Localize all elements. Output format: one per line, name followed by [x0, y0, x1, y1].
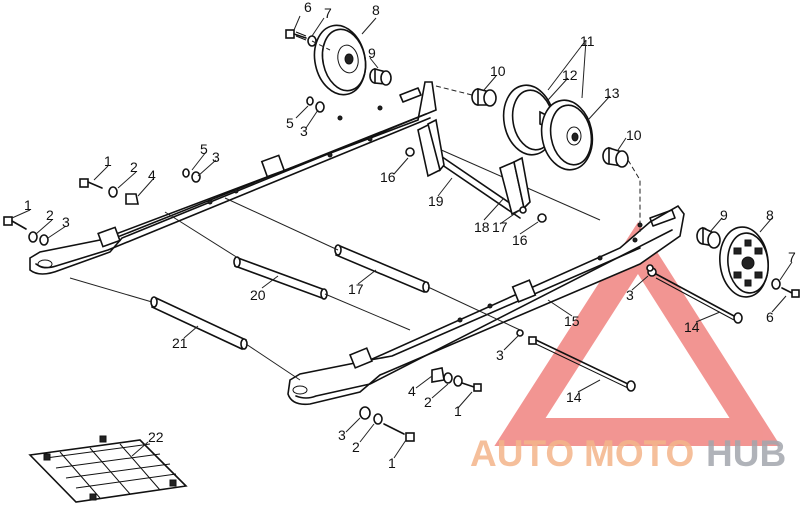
callout-3-left-upper: 3 — [212, 149, 220, 165]
callout-6-top: 6 — [304, 0, 312, 15]
callout-3-bottom: 3 — [338, 427, 346, 443]
callout-8-right: 8 — [766, 207, 774, 223]
callout-1-left-mid: 1 — [104, 153, 112, 169]
callout-7-right: 7 — [788, 249, 796, 265]
callout-2-bottom: 2 — [352, 439, 360, 455]
bolt-6-top — [285, 29, 317, 47]
fastener-set-top-mid — [306, 96, 325, 113]
twin-wheel-assembly — [471, 84, 629, 171]
callout-12: 12 — [562, 67, 578, 83]
callout-14-upper: 14 — [684, 319, 700, 335]
idler-wheel-right — [696, 226, 800, 298]
fastener-set-left-upper — [182, 168, 201, 183]
callout-1-left-front: 1 — [24, 197, 32, 213]
callout-9-top: 9 — [368, 45, 376, 61]
callout-17-axle: 17 — [492, 219, 508, 235]
callout-18: 18 — [474, 219, 490, 235]
callout-19: 19 — [428, 193, 444, 209]
callout-7-top: 7 — [324, 5, 332, 21]
watermark-triangle-icon — [494, 221, 781, 446]
cross-shaft-21 — [150, 296, 248, 351]
watermark-logo — [494, 221, 781, 446]
callout-9-right: 9 — [720, 207, 728, 223]
callout-3-left-front: 3 — [62, 214, 70, 230]
cross-shaft-20 — [233, 256, 328, 300]
axle-assembly-19 — [405, 118, 547, 223]
washer-3-lower — [516, 329, 524, 337]
callout-4-right: 4 — [408, 383, 416, 399]
callout-17-shaft: 17 — [348, 281, 364, 297]
callout-21: 21 — [172, 335, 188, 351]
idler-wheel-top-left — [313, 24, 367, 96]
fastener-set-left-mid — [79, 178, 139, 205]
watermark-moto: MOTO — [584, 433, 694, 474]
callout-16-right: 16 — [512, 232, 528, 248]
callout-3-top: 3 — [300, 123, 308, 139]
slide-pad-22 — [28, 435, 188, 503]
callout-labels: 6 7 8 9 11 12 13 10 10 5 3 5 3 1 2 4 1 2… — [24, 0, 796, 471]
long-bolt-14-lower — [528, 336, 636, 392]
callout-2-right: 2 — [424, 394, 432, 410]
watermark-hub: HUB — [706, 433, 786, 474]
callout-10-right: 10 — [626, 127, 642, 143]
callout-10-top: 10 — [490, 63, 506, 79]
callout-3-right: 3 — [626, 287, 634, 303]
callout-16-left: 16 — [380, 169, 396, 185]
leader-lines — [11, 15, 793, 459]
callout-2-left-front: 2 — [46, 207, 54, 223]
callout-2-left-mid: 2 — [130, 159, 138, 175]
callout-13: 13 — [604, 85, 620, 101]
callout-6-right: 6 — [766, 309, 774, 325]
bushing-top-left — [369, 67, 392, 86]
fastener-set-right-front — [431, 367, 482, 392]
callout-1-bottom: 1 — [388, 455, 396, 471]
washer-3-right — [646, 264, 654, 272]
left-rail — [29, 81, 437, 275]
callout-5-top: 5 — [286, 115, 294, 131]
callout-11: 11 — [580, 33, 595, 49]
watermark-auto: AUTO — [470, 433, 574, 474]
callout-15: 15 — [564, 313, 580, 329]
callout-4-left: 4 — [148, 167, 156, 183]
watermark-text: AUTO MOTO HUB — [470, 433, 786, 474]
callout-5-left: 5 — [200, 141, 208, 157]
callout-14-lower: 14 — [566, 389, 582, 405]
callout-20: 20 — [250, 287, 266, 303]
callout-3-mid: 3 — [496, 347, 504, 363]
fastener-set-bottom — [359, 406, 415, 442]
fastener-set-left-front — [3, 216, 49, 246]
callout-22: 22 — [148, 429, 164, 445]
callout-1-right: 1 — [454, 403, 462, 419]
callout-8-top: 8 — [372, 2, 380, 18]
